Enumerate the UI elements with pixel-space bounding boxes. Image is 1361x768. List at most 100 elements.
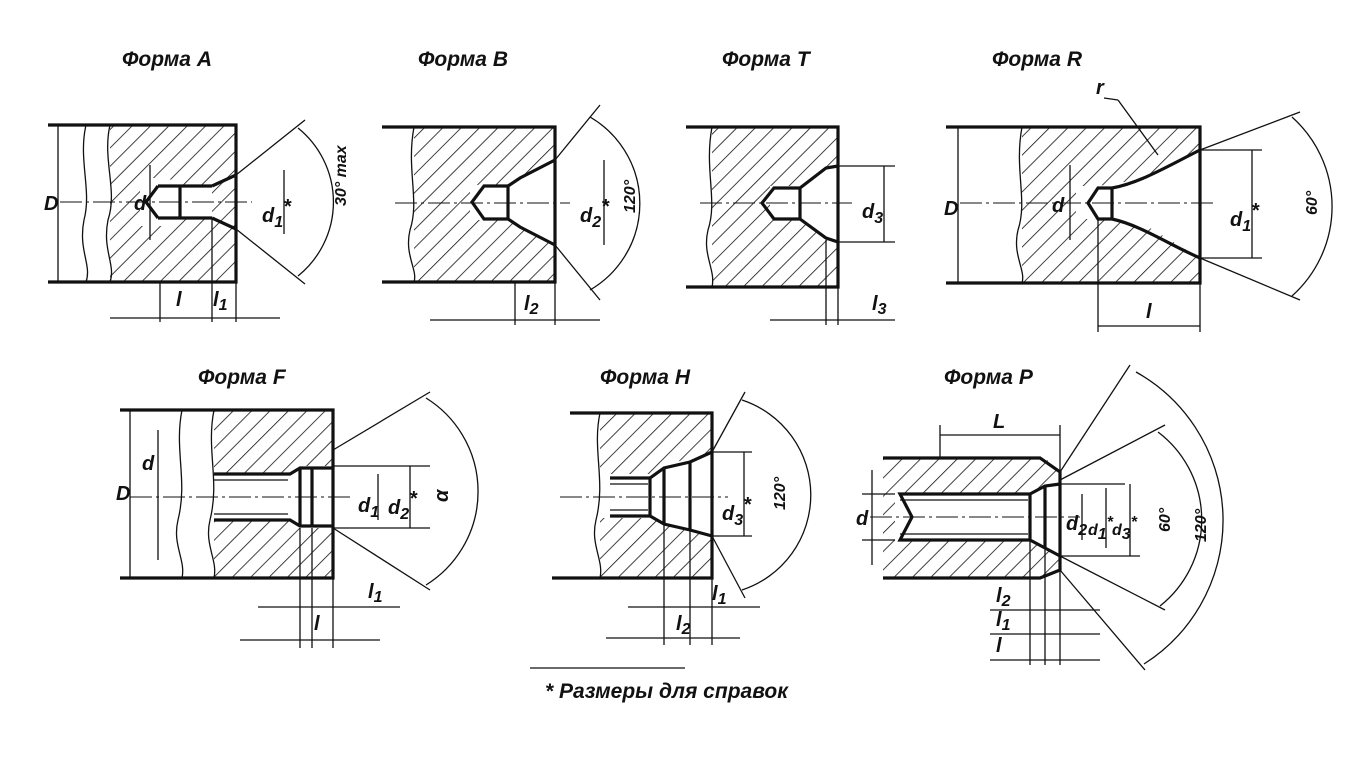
form-r-label-d: d	[1052, 195, 1065, 217]
form-f-outline	[120, 408, 335, 580]
form-p-label-angle-120: 120°	[1193, 508, 1210, 542]
form-h-cone-line-2	[711, 535, 746, 599]
form-h-thread-minor	[610, 483, 648, 511]
form-r-outline	[946, 125, 1202, 285]
form-h-title: Форма H	[600, 366, 691, 389]
form-r-cone-line-1	[1199, 111, 1301, 151]
form-p-hole	[895, 484, 1060, 556]
form-p-label-d3: d3*	[1112, 514, 1138, 543]
form-f-label-d: d	[142, 453, 155, 475]
form-h-label-l2: l2	[676, 613, 691, 638]
form-f-break-line-2	[207, 409, 216, 579]
form-f-thread-minor	[214, 479, 288, 515]
form-h-break-line	[593, 412, 602, 579]
form-a-label-d1: d1*	[262, 196, 292, 231]
form-h-label-l1: l1	[712, 583, 727, 608]
form-r-label-r: r	[1096, 77, 1105, 99]
form-r-label-d1: d1*	[1230, 200, 1260, 235]
form-t-break-line	[705, 126, 714, 288]
form-r-title: Форма R	[992, 48, 1083, 71]
form-p-label-l1: l1	[996, 609, 1011, 634]
figure-form-a: Форма A D d d1* 30° max l l1	[44, 48, 350, 322]
form-a-label-l: l	[176, 289, 182, 311]
form-p-label-l2: l2	[996, 585, 1011, 610]
form-f-title: Форма F	[198, 366, 287, 389]
form-p-label-L: L	[993, 411, 1005, 433]
form-f-label-l1: l1	[368, 581, 383, 606]
form-a-break-line-2	[105, 124, 113, 283]
form-b-break-line	[407, 126, 416, 283]
form-b-cone-line-2	[554, 244, 601, 301]
figure-form-f: Форма F D d d1 d2* α l1 l	[116, 366, 479, 648]
form-b-outline	[382, 125, 557, 284]
form-t-hole	[770, 166, 838, 242]
form-t-label-l3: l3	[872, 293, 887, 318]
form-p-outline	[883, 456, 1062, 580]
form-a-label-d: d	[134, 193, 147, 215]
form-a-label-angle: 30° max	[333, 144, 350, 206]
form-p-label-d: d	[856, 508, 869, 530]
form-r-label-l: l	[1146, 301, 1152, 323]
form-r-label-angle: 60°	[1304, 190, 1321, 215]
form-a-cone-line-1	[235, 119, 306, 176]
form-b-label-l2: l2	[524, 293, 539, 318]
form-b-title: Форма B	[418, 48, 508, 71]
form-p-label-d1: d1*	[1088, 514, 1114, 543]
form-f-thread-profile	[214, 466, 333, 528]
form-t-label-d3: d3	[862, 201, 883, 227]
form-f-label-alpha: α	[431, 488, 453, 502]
form-f-label-d2: d2*	[388, 488, 418, 523]
form-h-cone-line-1	[711, 391, 746, 453]
figure-form-b: Форма B d2* 120° l2	[382, 48, 641, 325]
form-p-cone-line-3	[1059, 424, 1166, 481]
form-h-label-angle: 120°	[772, 476, 789, 510]
form-p-label-d2: d2	[1066, 513, 1087, 539]
form-a-label-D: D	[44, 193, 58, 215]
form-p-label-angle-60: 60°	[1157, 507, 1174, 532]
form-b-label-angle: 120°	[622, 179, 639, 213]
form-f-cone-line-2	[332, 527, 431, 591]
form-p-label-l: l	[996, 635, 1002, 657]
figure-form-p: Форма P L d d2 d1* d3* 60° 120°	[856, 364, 1224, 671]
form-p-angle-arc-120	[1135, 371, 1224, 665]
footnote-text: * Размеры для справок	[545, 680, 789, 703]
form-a-angle-arc	[297, 127, 334, 277]
form-r-hole	[1076, 150, 1200, 258]
form-f-cone-line-1	[332, 391, 431, 451]
form-r-leader-top	[1103, 97, 1119, 101]
form-r-break-line	[1015, 126, 1024, 284]
form-f-break-line	[175, 409, 184, 579]
form-a-title: Форма A	[122, 48, 212, 71]
form-h-label-d3: d3*	[722, 494, 752, 529]
form-p-hole-profile	[897, 482, 1061, 558]
form-f-label-d1: d1	[358, 495, 379, 521]
form-f-angle-arc	[425, 397, 479, 586]
figure-form-t: Форма T d3 l3	[686, 48, 895, 325]
form-h-angle-arc	[741, 399, 812, 591]
form-a-break-line	[81, 124, 89, 283]
form-p-angle-arc-60	[1157, 431, 1203, 607]
form-a-outline	[48, 123, 238, 284]
form-b-hole	[470, 160, 555, 244]
form-p-cone-line-4	[1059, 555, 1166, 611]
form-f-label-l: l	[314, 613, 320, 635]
form-p-thread-minor	[900, 499, 1028, 535]
form-b-cone-line-1	[554, 104, 601, 161]
form-h-outline	[552, 411, 714, 580]
form-a-cone-line-2	[235, 228, 306, 285]
form-t-outline	[686, 125, 840, 289]
form-b-hole-profile	[470, 158, 556, 247]
form-t-hole-profile	[759, 164, 839, 244]
form-b-label-d2: d2*	[580, 196, 610, 231]
form-a-label-l1: l1	[213, 289, 228, 314]
form-r-hole-profile	[1086, 148, 1201, 260]
form-r-label-D: D	[944, 198, 958, 220]
form-p-title: Форма P	[944, 366, 1034, 389]
form-f-label-D: D	[116, 483, 130, 505]
form-t-title: Форма T	[722, 48, 812, 71]
form-p-cone-line-1	[1059, 364, 1131, 473]
form-r-cone-line-2	[1199, 257, 1301, 301]
footnote: * Размеры для справок	[530, 667, 789, 703]
figure-form-h: Форма H d3* 120° l1 l2	[552, 366, 812, 645]
